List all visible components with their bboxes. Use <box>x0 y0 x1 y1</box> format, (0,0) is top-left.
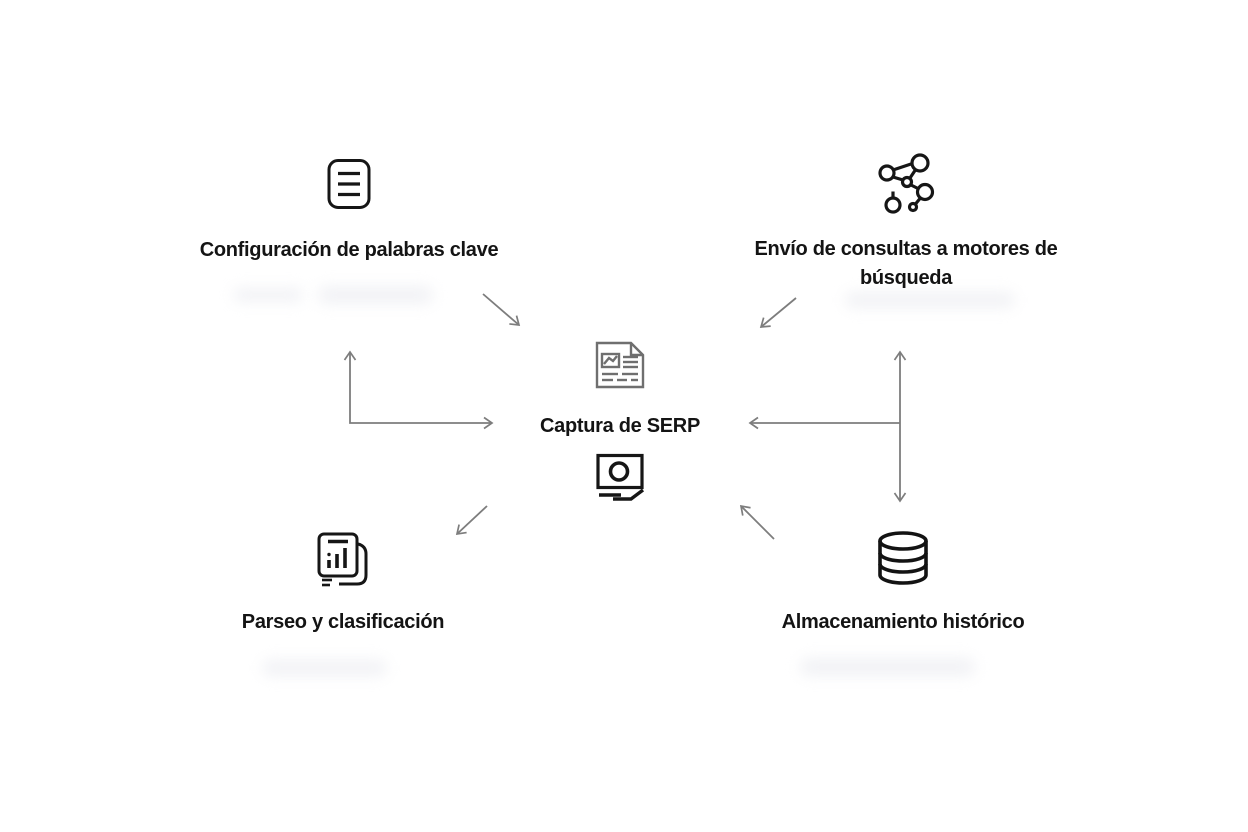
node-label: Envío de consultas a motores de búsqueda <box>754 238 1058 289</box>
ghost-artifact <box>318 286 433 304</box>
ghost-artifact <box>233 288 303 302</box>
node-serp-capture: Captura de SERP <box>470 340 770 504</box>
node-label: Parseo y clasificación <box>241 611 445 633</box>
node-historic-storage: Almacenamiento histórico <box>753 530 1053 637</box>
node-query-dispatch: Envío de consultas a motores de búsqueda <box>751 153 1061 293</box>
node-label: Captura de SERP <box>540 415 700 437</box>
node-parse-classify: Parseo y clasificación <box>193 528 493 637</box>
arrow-topleft-to-center <box>482 293 521 326</box>
ghost-artifact <box>800 658 975 676</box>
ghost-artifact <box>262 660 387 676</box>
chart-document-icon <box>317 532 368 587</box>
newspaper-icon <box>595 341 645 389</box>
network-icon <box>878 153 935 214</box>
monitor-icon <box>596 453 645 501</box>
node-label: Configuración de palabras clave <box>199 239 499 261</box>
arrow-topright-to-center <box>759 297 797 328</box>
document-lines-icon <box>327 159 371 209</box>
node-keyword-config: Configuración de palabras clave <box>184 158 514 265</box>
node-label: Almacenamiento histórico <box>781 611 1025 633</box>
database-icon <box>878 531 928 585</box>
ghost-artifact <box>845 292 1015 308</box>
